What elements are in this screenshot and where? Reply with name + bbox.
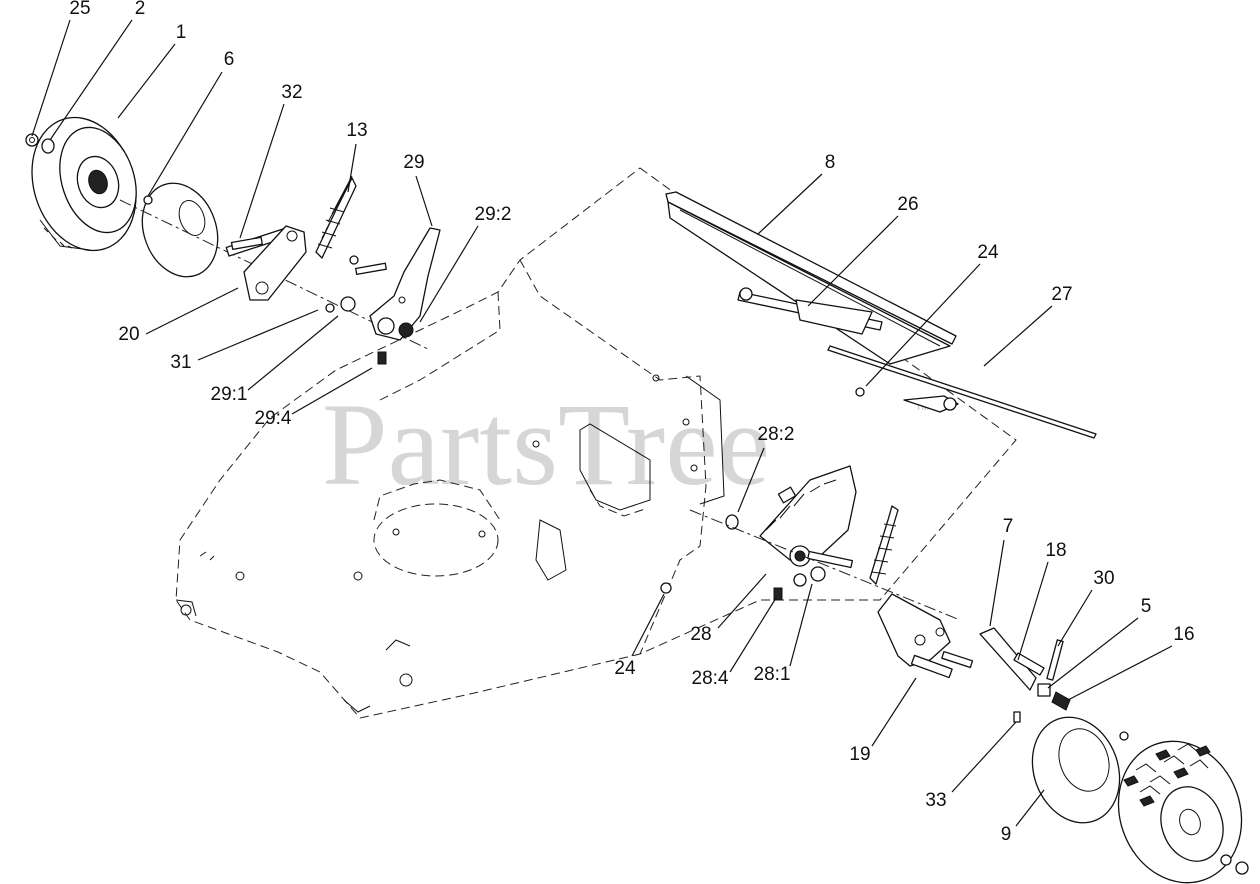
leader-line-28:1 xyxy=(789,583,813,667)
callout-25: 25 xyxy=(69,0,90,19)
leader-line-27 xyxy=(983,305,1053,367)
callout-33: 33 xyxy=(925,790,946,811)
bracket-19 xyxy=(877,593,974,679)
callout-6: 6 xyxy=(224,49,235,70)
leader-line-24a xyxy=(865,263,981,387)
callout-19: 19 xyxy=(849,744,870,765)
spring-right xyxy=(869,505,899,585)
nut-25 xyxy=(25,133,39,147)
link-18 xyxy=(1013,652,1045,676)
spacer-29-1 xyxy=(325,255,387,313)
leader-line-29:1 xyxy=(247,315,339,391)
leader-line-28:4 xyxy=(729,597,777,673)
callout-32: 32 xyxy=(281,82,302,103)
leader-line-29:2 xyxy=(419,225,479,323)
leader-line-2 xyxy=(49,19,133,141)
clip-24-upper xyxy=(855,387,865,397)
leader-line-18 xyxy=(1017,561,1049,661)
leader-line-24b xyxy=(631,593,665,657)
leader-line-5 xyxy=(1047,617,1139,689)
clip-24-lower xyxy=(660,582,672,594)
height-adjuster-28 xyxy=(759,465,857,569)
callout-20: 20 xyxy=(118,324,139,345)
leader-line-9 xyxy=(1015,789,1045,827)
callout-9: 9 xyxy=(1001,824,1012,845)
callout-13: 13 xyxy=(346,120,367,141)
ball-28-4 xyxy=(773,587,783,601)
callout-29:4: 29:4 xyxy=(255,408,292,429)
callout-24b: 24 xyxy=(614,658,636,679)
leader-line-6 xyxy=(147,71,223,197)
height-rod-26 xyxy=(737,287,883,335)
callout-28:4: 28:4 xyxy=(692,668,729,689)
callout-29: 29 xyxy=(403,152,424,173)
leader-line-8 xyxy=(757,173,823,235)
leader-line-29 xyxy=(415,175,433,227)
leader-line-19 xyxy=(871,677,917,747)
leader-line-7 xyxy=(989,539,1005,627)
right-wheel xyxy=(1117,740,1249,884)
callout-18: 18 xyxy=(1045,540,1066,561)
spring-16 xyxy=(1051,691,1071,711)
callout-24a: 24 xyxy=(977,242,999,263)
callout-7: 7 xyxy=(1003,516,1014,537)
leader-line-28 xyxy=(717,573,767,629)
clip-5 xyxy=(1037,683,1051,697)
left-wheel xyxy=(31,116,137,252)
leader-line-25 xyxy=(31,19,71,137)
pivot-rod-8 xyxy=(665,191,957,365)
watermark-trademark: TM xyxy=(916,402,929,412)
spacer-28-1 xyxy=(793,566,826,587)
callout-2: 2 xyxy=(135,0,146,19)
callout-1: 1 xyxy=(176,22,187,43)
callout-16: 16 xyxy=(1173,624,1194,645)
callout-29:2: 29:2 xyxy=(475,204,512,225)
leader-line-31 xyxy=(197,309,319,361)
callout-28:1: 28:1 xyxy=(754,664,791,685)
leader-line-1 xyxy=(117,43,176,119)
leader-line-28:2 xyxy=(737,447,765,513)
callout-31: 31 xyxy=(170,352,191,373)
callout-8: 8 xyxy=(825,152,836,173)
callout-26: 26 xyxy=(897,194,918,215)
mower-deck xyxy=(175,167,1017,719)
wheel-cover-left xyxy=(141,182,219,278)
wheel-cover-9 xyxy=(1031,716,1129,824)
callout-28: 28 xyxy=(690,624,711,645)
washer-2 xyxy=(41,138,55,154)
height-lever-29 xyxy=(369,227,441,341)
leader-line-32 xyxy=(239,103,285,239)
leader-line-29:4 xyxy=(291,367,373,415)
leader-line-26 xyxy=(807,215,899,307)
washer-28-2 xyxy=(689,509,961,621)
callout-30: 30 xyxy=(1093,568,1114,589)
lever-7 xyxy=(979,627,1037,691)
leader-line-30 xyxy=(1057,589,1093,647)
callout-29:1: 29:1 xyxy=(211,384,248,405)
leader-line-13 xyxy=(347,143,357,193)
watermark: PartsTree xyxy=(322,379,770,510)
torsion-rod-27 xyxy=(827,345,1097,439)
ball-29-4 xyxy=(377,351,387,365)
leader-line-33 xyxy=(951,721,1017,793)
height-bracket-left xyxy=(230,225,307,301)
pin-33 xyxy=(1013,711,1021,723)
spring-13 xyxy=(315,175,357,259)
callout-27: 27 xyxy=(1051,284,1072,305)
callout-5: 5 xyxy=(1141,596,1152,617)
callout-28:2: 28:2 xyxy=(758,424,795,445)
pin-30 xyxy=(1046,639,1064,681)
leader-line-20 xyxy=(145,287,239,335)
leader-line-16 xyxy=(1067,645,1173,701)
